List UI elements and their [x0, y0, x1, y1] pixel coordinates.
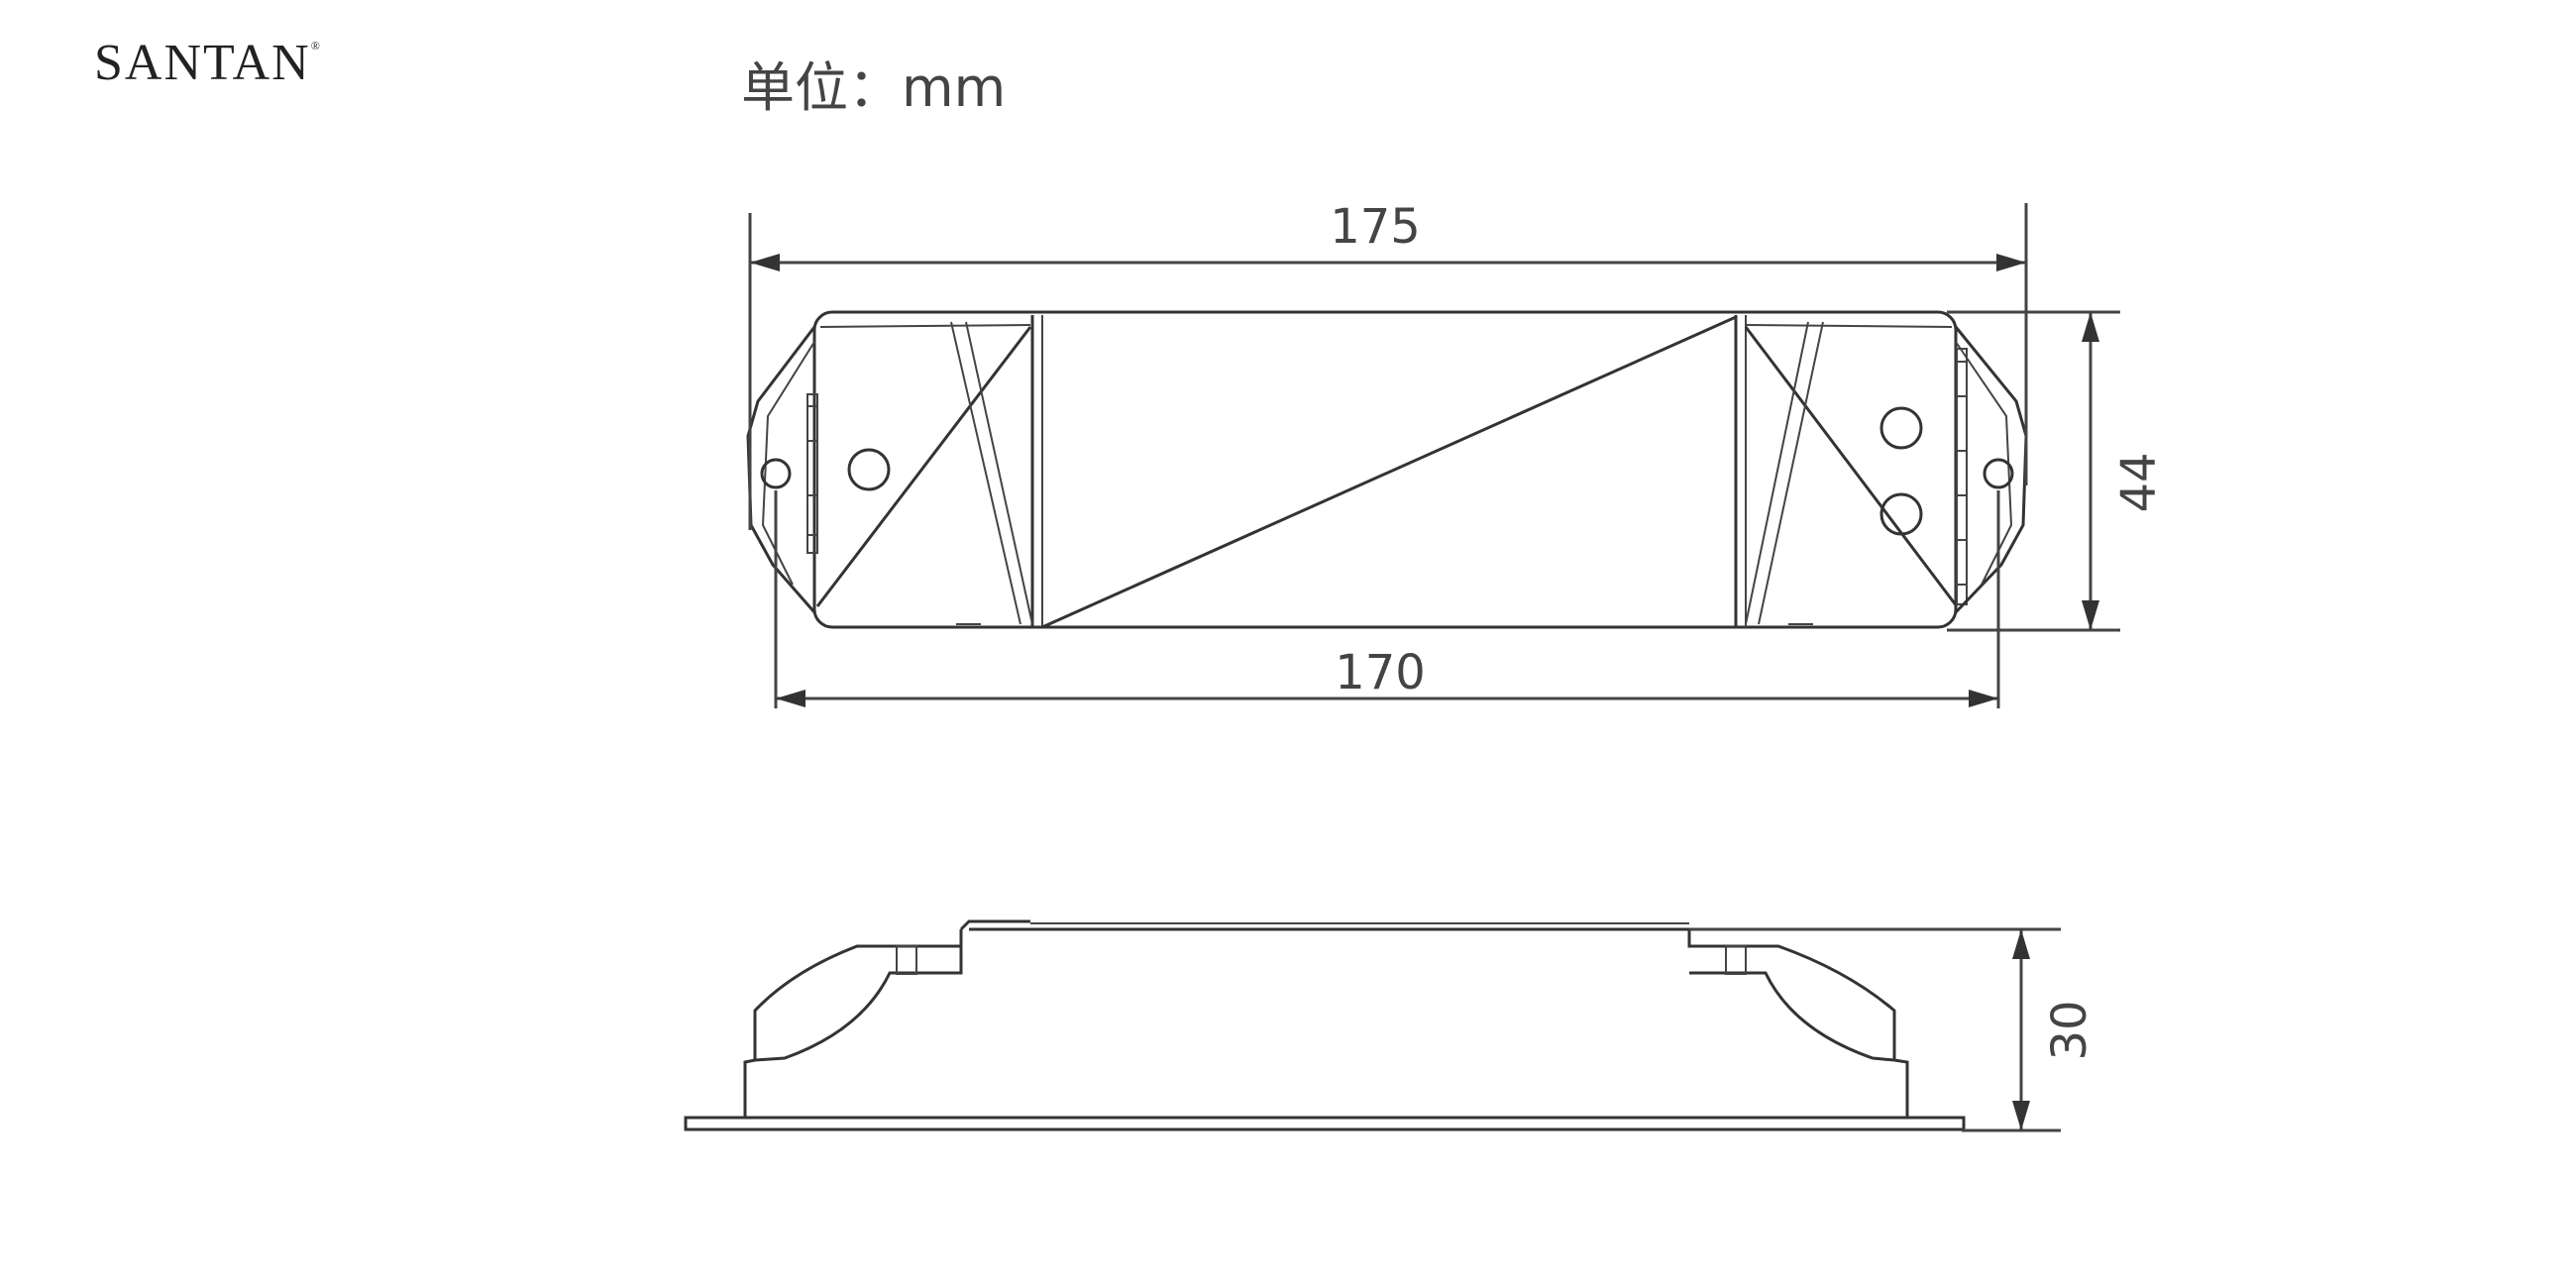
brand-logo: SANTAN®: [94, 38, 322, 89]
side-view: 30: [684, 919, 2097, 1132]
right-end-cap: [1687, 929, 1896, 1062]
dimension-body-length: 170: [774, 490, 2000, 708]
top-view: 175 170 44: [746, 199, 2167, 708]
left-ear-slot: [760, 458, 792, 489]
unit-label: 单位：mm: [741, 56, 1007, 119]
dimension-height: 30: [1689, 927, 2097, 1132]
dimension-label-30: 30: [2042, 1000, 2097, 1060]
right-terminal-block: [1744, 321, 1968, 625]
brand-name: SANTAN: [94, 35, 311, 91]
base-plate: [684, 1116, 1966, 1131]
center-diagonal: [1041, 315, 1737, 629]
right-ear-slot: [1983, 458, 2014, 489]
registered-mark: ®: [310, 39, 322, 53]
right-mount-hole-top: [1879, 406, 1923, 450]
dimension-width: 44: [1947, 310, 2167, 632]
dimension-label-175: 175: [1330, 199, 1421, 255]
left-end-cap: [753, 929, 963, 1062]
left-mounting-ear: [746, 326, 816, 613]
right-mount-hole-bottom: [1879, 492, 1923, 536]
dimension-label-44: 44: [2111, 452, 2167, 512]
dimension-overall-length: 175: [748, 199, 2028, 530]
dimension-label-170: 170: [1335, 645, 1426, 700]
left-mount-hole: [847, 448, 891, 491]
left-terminal-block: [806, 321, 1033, 625]
